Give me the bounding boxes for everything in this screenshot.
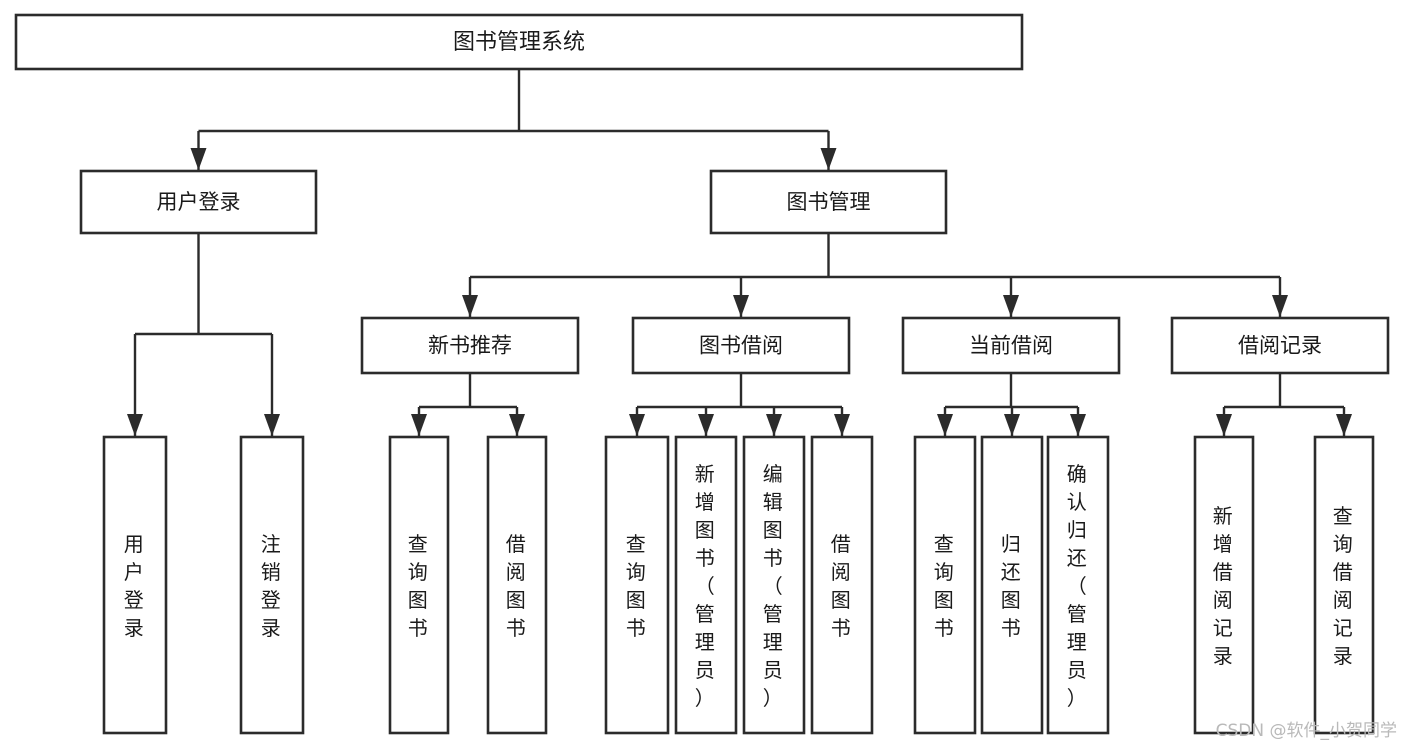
arrow-head-icon <box>766 414 782 436</box>
node-leaf-add-record[interactable]: 新增借阅记录 <box>1193 435 1255 735</box>
node-label: 新增借阅记录 <box>1213 504 1236 668</box>
node-box <box>901 316 1121 375</box>
node-label: 编辑图书（管理员） <box>763 462 786 710</box>
node-label: 查询借阅记录 <box>1333 504 1356 668</box>
node-leaf-borrow-book-2[interactable]: 借阅图书 <box>810 435 874 735</box>
node-label: 当前借阅 <box>969 334 1053 358</box>
arrow-head-icon <box>820 148 837 170</box>
arrow-head-icon <box>1004 414 1020 436</box>
node-leaf-add-book[interactable]: 新增图书（管理员） <box>674 435 738 735</box>
node-leaf-query-book-1[interactable]: 查询图书 <box>388 435 450 735</box>
node-label: 图书管理系统 <box>453 30 585 55</box>
arrow-head-icon <box>698 414 714 436</box>
node-label: 用户登录 <box>157 190 241 214</box>
node-root[interactable]: 图书管理系统 <box>14 13 1024 71</box>
arrow-head-icon <box>462 295 478 317</box>
node-current-borrow[interactable]: 当前借阅 <box>901 316 1121 375</box>
node-leaf-return-book[interactable]: 归还图书 <box>980 435 1044 735</box>
arrow-head-icon <box>629 414 645 436</box>
arrow-head-icon <box>190 148 207 170</box>
node-leaf-query-book-2[interactable]: 查询图书 <box>604 435 670 735</box>
node-box <box>1313 435 1375 735</box>
arrow-head-icon <box>1336 414 1352 436</box>
node-label: 图书借阅 <box>699 334 783 358</box>
node-user-login[interactable]: 用户登录 <box>79 169 318 235</box>
node-label: 查询图书 <box>626 532 649 640</box>
node-box <box>1170 316 1390 375</box>
node-leaf-user-login[interactable]: 用户登录 <box>102 435 168 735</box>
node-box <box>742 435 806 735</box>
node-borrow-record[interactable]: 借阅记录 <box>1170 316 1390 375</box>
node-box <box>810 435 874 735</box>
node-label: 借阅记录 <box>1238 334 1322 358</box>
node-box <box>674 435 738 735</box>
node-box <box>388 435 450 735</box>
node-box <box>709 169 948 235</box>
node-leaf-query-record[interactable]: 查询借阅记录 <box>1313 435 1375 735</box>
arrow-head-icon <box>1070 414 1086 436</box>
node-label: 归还图书 <box>1001 532 1024 640</box>
node-box <box>79 169 318 235</box>
node-label: 图书管理 <box>787 190 871 214</box>
node-box <box>631 316 851 375</box>
arrow-head-icon <box>733 295 749 317</box>
node-box <box>486 435 548 735</box>
node-label: 新增图书（管理员） <box>695 462 718 710</box>
node-book-manage[interactable]: 图书管理 <box>709 169 948 235</box>
node-label: 确认归还（管理员） <box>1067 462 1090 710</box>
node-label: 新书推荐 <box>428 334 512 358</box>
node-label: 查询图书 <box>934 532 957 640</box>
arrow-head-icon <box>509 414 525 436</box>
arrow-head-icon <box>1272 295 1288 317</box>
node-box <box>102 435 168 735</box>
node-box <box>239 435 305 735</box>
node-box <box>360 316 580 375</box>
node-label: 注销登录 <box>261 532 284 640</box>
node-label: 用户登录 <box>124 532 147 640</box>
node-leaf-logout[interactable]: 注销登录 <box>239 435 305 735</box>
node-box <box>913 435 977 735</box>
node-box <box>604 435 670 735</box>
arrow-head-icon <box>264 414 280 436</box>
arrow-head-icon <box>834 414 850 436</box>
arrow-head-icon <box>127 414 143 436</box>
node-box <box>980 435 1044 735</box>
node-leaf-borrow-book-1[interactable]: 借阅图书 <box>486 435 548 735</box>
node-label: 借阅图书 <box>506 532 529 640</box>
node-box <box>1193 435 1255 735</box>
node-leaf-query-book-3[interactable]: 查询图书 <box>913 435 977 735</box>
arrow-head-icon <box>411 414 427 436</box>
node-label: 借阅图书 <box>831 532 854 640</box>
arrow-head-icon <box>1216 414 1232 436</box>
node-book-borrow[interactable]: 图书借阅 <box>631 316 851 375</box>
node-label: 查询图书 <box>408 532 431 640</box>
arrow-head-icon <box>1003 295 1019 317</box>
node-new-book-rec[interactable]: 新书推荐 <box>360 316 580 375</box>
connector-edges <box>127 69 1352 436</box>
node-box <box>1046 435 1110 735</box>
node-leaf-confirm-return[interactable]: 确认归还（管理员） <box>1046 435 1110 735</box>
arrow-head-icon <box>937 414 953 436</box>
diagram-nodes: 图书管理系统用户登录图书管理新书推荐图书借阅当前借阅借阅记录用户登录注销登录查询… <box>14 13 1390 735</box>
node-leaf-edit-book[interactable]: 编辑图书（管理员） <box>742 435 806 735</box>
node-box <box>14 13 1024 71</box>
